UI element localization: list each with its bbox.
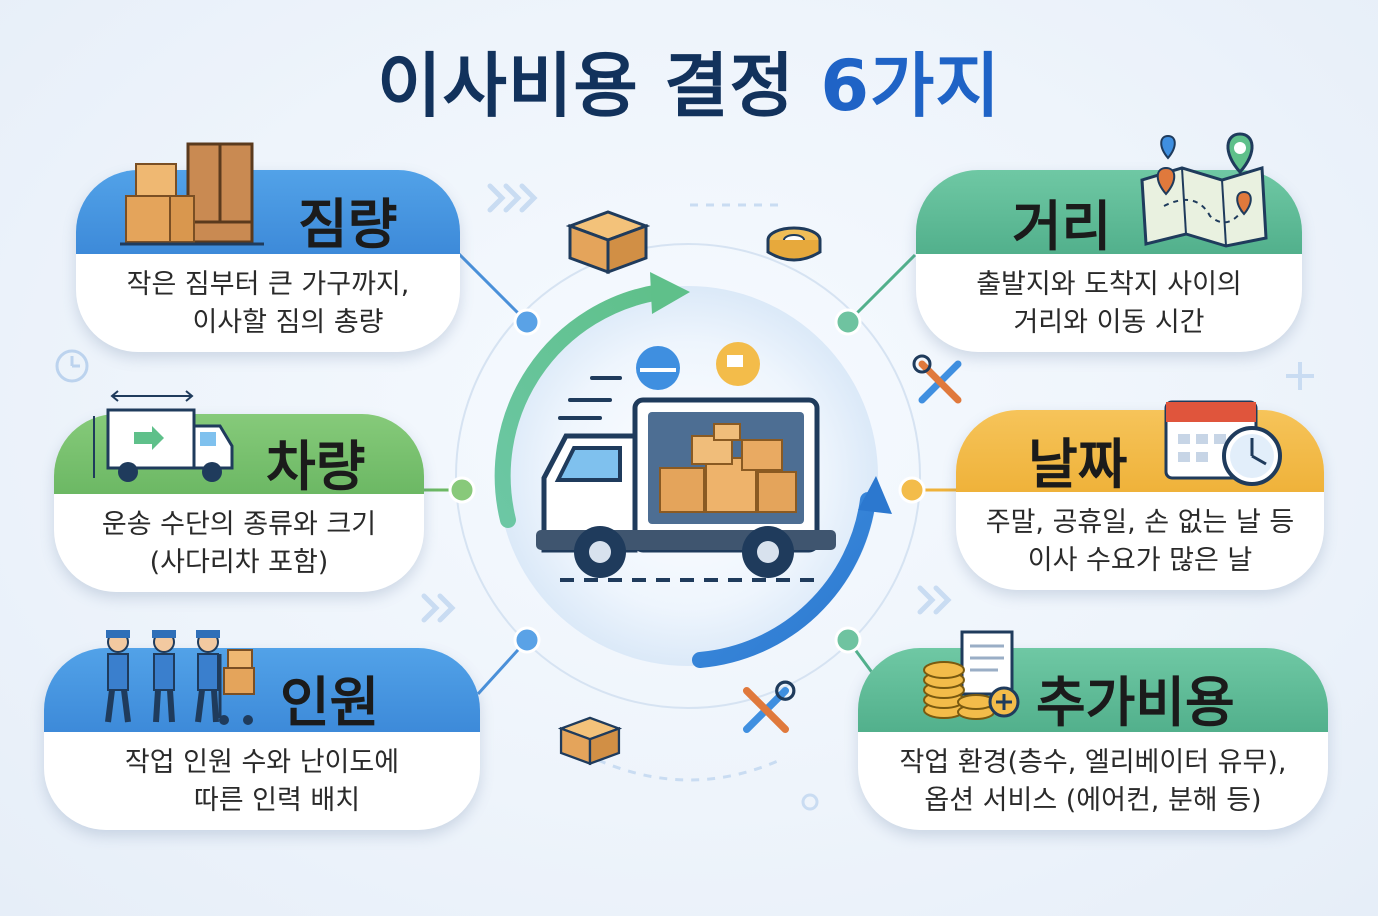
card-vehicle-line2: (사다리차 포함) — [149, 547, 329, 578]
card-extra-line2: 옵션 서비스 (에어컨, 분해 등) — [924, 785, 1262, 816]
card-vehicle: 차량 운송 수단의 종류와 크기 (사다리차 포함) — [54, 414, 424, 592]
card-distance-desc: 출발지와 도착지 사이의 거리와 이동 시간 — [916, 266, 1302, 342]
title-main: 이사비용 결정 — [377, 45, 795, 127]
card-date-desc: 주말, 공휴일, 손 없는 날 등 이사 수요가 많은 날 — [956, 504, 1324, 580]
coins-receipt-icon — [923, 630, 1020, 720]
card-staff-desc: 작업 인원 수와 난이도에 따른 인력 배치 — [44, 744, 480, 820]
page-title: 이사비용 결정 6가지 — [0, 30, 1378, 131]
card-vehicle-title: 차량 — [266, 435, 366, 498]
card-extra-line1: 작업 환경(층수, 엘리베이터 유무), — [899, 747, 1287, 778]
map-pin-icon — [1140, 132, 1268, 248]
card-extra-title: 추가비용 — [1036, 671, 1235, 734]
card-vehicle-line1: 운송 수단의 종류와 크기 — [101, 509, 377, 540]
calendar-clock-icon — [1164, 400, 1282, 486]
card-staff-line1: 작업 인원 수와 난이도에 — [124, 747, 400, 778]
tools-icon — [742, 680, 796, 734]
card-load-desc: 작은 짐부터 큰 가구까지, 이사할 짐의 총량 — [76, 266, 460, 342]
card-date-line1: 주말, 공휴일, 손 없는 날 등 — [985, 507, 1295, 538]
boxes-furniture-icon — [120, 142, 264, 246]
tape-icon — [766, 226, 822, 262]
moving-truck-icon — [536, 342, 836, 582]
card-load-title: 짐량 — [298, 193, 398, 256]
card-distance-line1: 출발지와 도착지 사이의 — [976, 269, 1242, 300]
title-accent: 6가지 — [820, 45, 1001, 127]
card-date-title: 날짜 — [1028, 433, 1128, 496]
box-icon — [566, 210, 650, 275]
card-date-line2: 이사 수요가 많은 날 — [1027, 545, 1253, 576]
box-icon — [558, 716, 622, 766]
movers-icon — [105, 630, 255, 725]
cycle-arc-blue — [692, 492, 876, 668]
card-distance-line2: 거리와 이동 시간 — [1013, 307, 1205, 338]
card-distance-title: 거리 — [1012, 195, 1112, 258]
card-load-line1: 작은 짐부터 큰 가구까지, — [126, 269, 410, 300]
card-extra-desc: 작업 환경(층수, 엘리베이터 유무), 옵션 서비스 (에어컨, 분해 등) — [858, 744, 1328, 820]
cycle-arc-green — [494, 284, 668, 528]
tools-icon — [912, 354, 962, 404]
truck-dimension-icon — [93, 390, 234, 482]
card-staff-line2: 따른 인력 배치 — [193, 785, 361, 816]
card-load-line2: 이사할 짐의 총량 — [192, 307, 384, 338]
card-vehicle-desc: 운송 수단의 종류와 크기 (사다리차 포함) — [54, 506, 424, 582]
card-staff-title: 인원 — [280, 671, 380, 734]
